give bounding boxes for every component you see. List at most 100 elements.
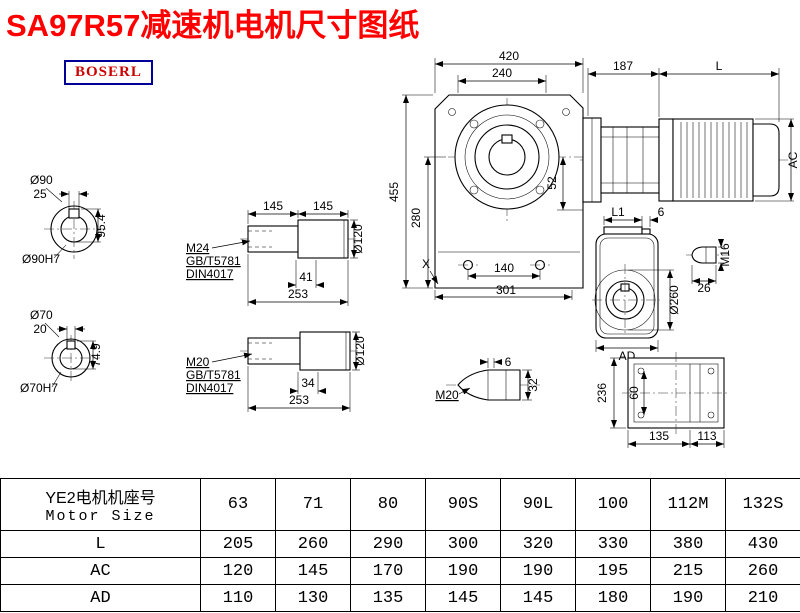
thread-callout-m24: M24 bbox=[186, 241, 210, 255]
dim-value: 300 bbox=[425, 530, 501, 558]
dim-value: 145 bbox=[275, 557, 351, 585]
thread-callout-m20: M20 bbox=[435, 388, 459, 402]
shaft-end-view-90: 25 Ø90 95.4 Ø90H7 bbox=[22, 173, 108, 266]
motor-flange bbox=[658, 118, 674, 202]
dim-455: 455 bbox=[387, 182, 401, 202]
sleeve-large-section bbox=[299, 331, 351, 371]
motor-size-header-en: Motor Size bbox=[45, 508, 156, 525]
dim-value: 190 bbox=[650, 584, 726, 612]
x-mark: X bbox=[422, 257, 430, 271]
dim-keyw-90: 25 bbox=[33, 187, 47, 201]
keyway bbox=[66, 340, 76, 350]
dim-value: 180 bbox=[575, 584, 651, 612]
brand-logo: BOSERL bbox=[64, 60, 153, 85]
dim-value: 195 bbox=[575, 557, 651, 585]
dim-dia120-bot: Ø120 bbox=[353, 336, 367, 366]
dim-value: 210 bbox=[725, 584, 800, 612]
dim-240: 240 bbox=[492, 66, 512, 80]
dim-row-label: L bbox=[0, 530, 201, 558]
plug-detail-m20: 6 32 M20 bbox=[435, 355, 540, 402]
dim-keyw-70: 20 bbox=[33, 322, 47, 336]
keyway bbox=[501, 134, 513, 144]
dim-dia120-top: Ø120 bbox=[351, 224, 365, 254]
dim-value: 320 bbox=[500, 530, 576, 558]
dim-fit-70: Ø70H7 bbox=[20, 381, 58, 395]
motor-fins bbox=[676, 122, 750, 198]
dim-26: 26 bbox=[697, 281, 711, 295]
dim-280: 280 bbox=[409, 208, 423, 228]
dim-seg1: 145 bbox=[263, 199, 283, 213]
motor-size-table: YE2电机机座号 Motor Size 63 71 80 90S 90L 100… bbox=[0, 478, 800, 612]
standard-gbt5781: GB/T5781 bbox=[186, 368, 241, 382]
dim-value: 120 bbox=[200, 557, 276, 585]
thread-callout-m20: M20 bbox=[186, 355, 210, 369]
size-col: 63 bbox=[200, 478, 276, 531]
dim-52: 52 bbox=[545, 176, 559, 190]
gearbox-rear-view: 236 60 135 113 bbox=[595, 352, 730, 448]
dim-32: 32 bbox=[526, 378, 540, 392]
size-col: 90L bbox=[500, 478, 576, 531]
table-row-AD: AD 110 130 135 145 145 180 190 210 bbox=[0, 584, 800, 612]
dim-value: 190 bbox=[425, 557, 501, 585]
dim-113: 113 bbox=[697, 429, 716, 443]
dim-row-label: AC bbox=[0, 557, 201, 585]
dim-L: L bbox=[716, 59, 723, 73]
dim-253-bot: 253 bbox=[289, 393, 309, 407]
motor-size-header-cn: YE2电机机座号 bbox=[45, 490, 156, 507]
gearbox-side-view: L1 6 Ø260 AD bbox=[592, 205, 681, 363]
plug-body bbox=[691, 246, 717, 264]
dim-value: 145 bbox=[500, 584, 576, 612]
table-row-AC: AC 120 145 170 190 190 195 215 260 bbox=[0, 557, 800, 585]
fan-cover bbox=[752, 123, 780, 197]
plug-body bbox=[457, 369, 521, 401]
dim-6-plug: 6 bbox=[505, 355, 512, 369]
dim-236: 236 bbox=[595, 383, 609, 403]
dim-value: 170 bbox=[350, 557, 426, 585]
dim-value: 260 bbox=[725, 557, 800, 585]
dim-fit-90: Ø90H7 bbox=[22, 252, 60, 266]
top-step bbox=[603, 226, 643, 235]
shaft-end-view-70: 20 Ø70 74.9 Ø70H7 bbox=[20, 308, 103, 395]
sleeve-small-section bbox=[247, 225, 299, 253]
dim-value: 205 bbox=[200, 530, 276, 558]
dim-140: 140 bbox=[494, 261, 514, 275]
standard-gbt5781: GB/T5781 bbox=[186, 254, 241, 268]
dim-value: 260 bbox=[275, 530, 351, 558]
gearbox-front-view: 420 240 455 280 52 140 301 X bbox=[387, 49, 600, 300]
dim-value: 110 bbox=[200, 584, 276, 612]
dim-41: 41 bbox=[299, 270, 313, 284]
top-step-small bbox=[641, 228, 651, 235]
output-boss-circle bbox=[474, 124, 540, 190]
dim-260: Ø260 bbox=[667, 285, 681, 315]
motor-side-view: 187 L AC bbox=[580, 59, 800, 203]
dim-AC: AC bbox=[786, 151, 800, 168]
size-col: 71 bbox=[275, 478, 351, 531]
dim-6-side: 6 bbox=[658, 205, 665, 219]
size-col: 90S bbox=[425, 478, 501, 531]
size-col: 100 bbox=[575, 478, 651, 531]
dim-301: 301 bbox=[496, 283, 516, 297]
technical-drawing: 25 Ø90 95.4 Ø90H7 20 Ø70 74.9 Ø70H7 bbox=[20, 49, 800, 448]
standard-din4017: DIN4017 bbox=[186, 381, 234, 395]
dim-L1: L1 bbox=[611, 205, 625, 219]
size-col: 80 bbox=[350, 478, 426, 531]
dim-value: 215 bbox=[650, 557, 726, 585]
dim-value: 145 bbox=[425, 584, 501, 612]
keyway bbox=[68, 208, 80, 219]
dim-value: 190 bbox=[500, 557, 576, 585]
table-header-row: YE2电机机座号 Motor Size 63 71 80 90S 90L 100… bbox=[0, 478, 800, 531]
output-flange-circle bbox=[454, 104, 560, 210]
dim-depth-70: 74.9 bbox=[89, 343, 103, 367]
motor-size-header: YE2电机机座号 Motor Size bbox=[0, 478, 201, 531]
dim-value: 430 bbox=[725, 530, 800, 558]
dim-row-label: AD bbox=[0, 584, 201, 612]
dim-depth-90: 95.4 bbox=[94, 214, 108, 238]
dim-135: 135 bbox=[649, 429, 669, 443]
dim-value: 330 bbox=[575, 530, 651, 558]
dim-value: 380 bbox=[650, 530, 726, 558]
dim-253-top: 253 bbox=[288, 287, 308, 301]
dim-60: 60 bbox=[627, 386, 641, 400]
size-col: 112M bbox=[650, 478, 726, 531]
size-col: 132S bbox=[725, 478, 800, 531]
